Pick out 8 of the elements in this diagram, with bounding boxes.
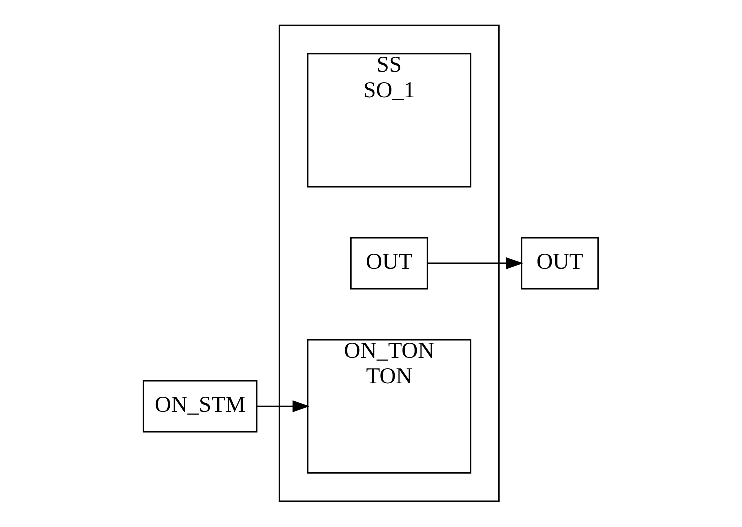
node-box: OUT [521,237,600,290]
node-box: ON_STM [142,380,258,433]
arrow [257,400,310,413]
arrow [428,258,524,270]
node-box: OUT [350,237,428,290]
node-box: ON_TON TON [307,339,472,474]
cluster [278,24,500,502]
node-box: SS SO_1 [307,53,472,188]
